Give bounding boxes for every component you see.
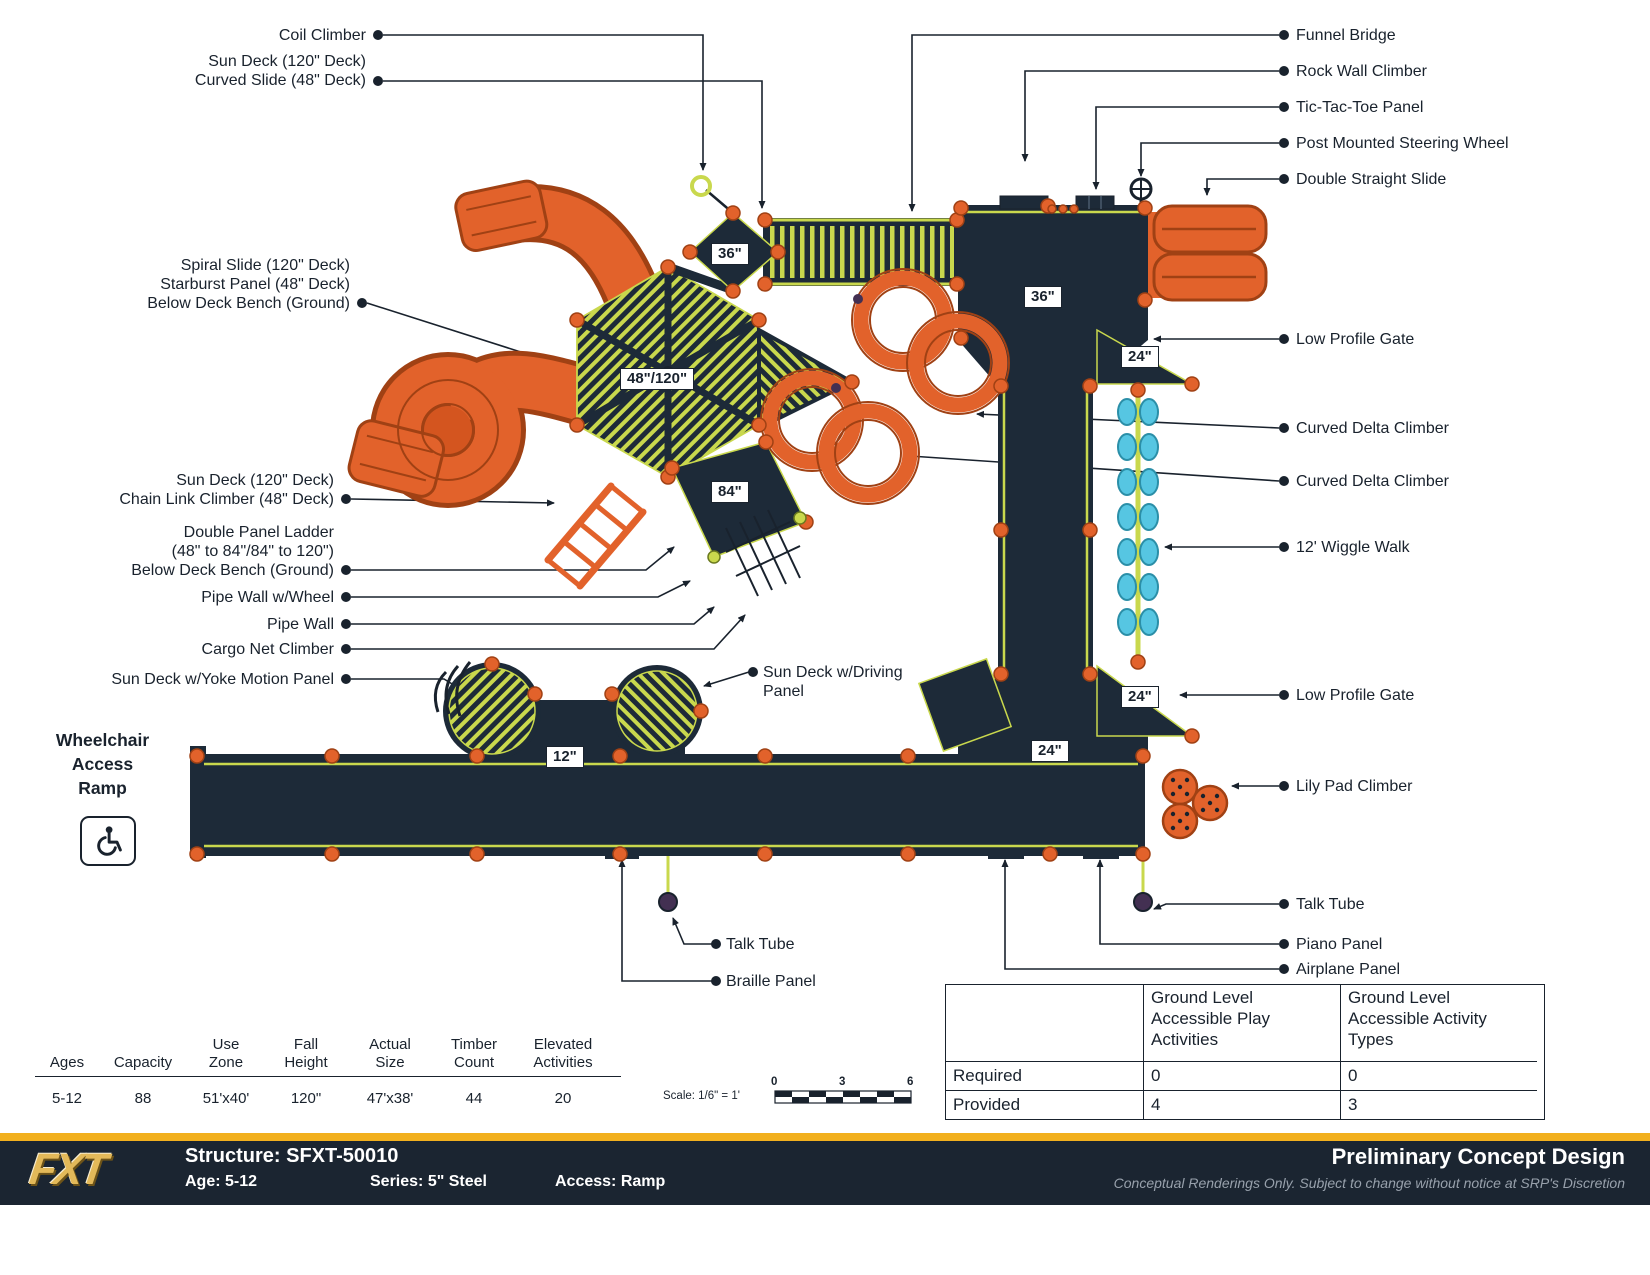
scale-tick-0: 0 bbox=[771, 1076, 778, 1088]
callout-steering-wheel: Post Mounted Steering Wheel bbox=[1296, 135, 1509, 152]
spec-table: Ages Capacity Use Zone Fall Height Actua… bbox=[35, 1036, 621, 1107]
spec-header-use-zone: Use Zone bbox=[208, 1036, 244, 1071]
callout-coil-climber: Coil Climber bbox=[278, 27, 366, 44]
spec-value-fall-height: 120" bbox=[290, 1090, 322, 1107]
accessibility-header-play-activities: Ground Level Accessible Play Activities bbox=[1143, 985, 1340, 1061]
deck-height-label-36-main: 36" bbox=[1024, 286, 1062, 308]
spec-header-ages: Ages bbox=[49, 1054, 85, 1071]
callout-braille-panel: Braille Panel bbox=[726, 973, 816, 990]
callout-wiggle-walk: 12' Wiggle Walk bbox=[1296, 539, 1410, 556]
callout-sun-deck-chain-link: Sun Deck (120" Deck) Chain Link Climber … bbox=[119, 472, 334, 508]
accessibility-table: Ground Level Accessible Play Activities … bbox=[945, 984, 1545, 1120]
deck-height-label-48-120: 48"/120" bbox=[620, 368, 695, 390]
spec-header-elevated-activities: Elevated Activities bbox=[533, 1036, 593, 1071]
footer-disclaimer: Conceptual Renderings Only. Subject to c… bbox=[1113, 1175, 1625, 1191]
spec-header-actual-size: Actual Size bbox=[369, 1036, 411, 1071]
footer-title: Preliminary Concept Design bbox=[1331, 1144, 1625, 1169]
scale-label: Scale: 1/6" = 1' bbox=[663, 1090, 740, 1102]
deck-height-label-24-gate-bottom: 24" bbox=[1121, 686, 1159, 708]
spec-header-fall-height: Fall Height bbox=[284, 1036, 328, 1071]
callout-sun-deck-yoke: Sun Deck w/Yoke Motion Panel bbox=[111, 671, 334, 688]
cargo-net-climber bbox=[725, 509, 801, 597]
callout-low-profile-gate-2: Low Profile Gate bbox=[1296, 687, 1415, 704]
callout-funnel-bridge: Funnel Bridge bbox=[1296, 27, 1396, 44]
deck-height-label-24-gate-top: 24" bbox=[1121, 346, 1159, 368]
callout-cargo-net-climber: Cargo Net Climber bbox=[201, 641, 334, 658]
accessibility-provided-play: 4 bbox=[1143, 1090, 1340, 1119]
lime-posts bbox=[707, 511, 807, 564]
accessibility-provided-types: 3 bbox=[1340, 1090, 1537, 1119]
callout-pipe-wall: Pipe Wall bbox=[267, 616, 334, 633]
accessibility-header-activity-types: Ground Level Accessible Activity Types bbox=[1340, 985, 1537, 1061]
callout-airplane-panel: Airplane Panel bbox=[1296, 961, 1401, 978]
callout-spiral-slide-group: Spiral Slide (120" Deck) Starburst Panel… bbox=[147, 257, 350, 312]
accessibility-row-required-label: Required bbox=[946, 1061, 1143, 1090]
posts bbox=[189, 198, 1200, 862]
scale-bar: 0 3 6 bbox=[771, 1076, 923, 1108]
callout-curved-delta-climber-2: Curved Delta Climber bbox=[1296, 473, 1449, 490]
footer-access: Access: Ramp bbox=[555, 1173, 666, 1190]
coil-climber bbox=[690, 175, 712, 197]
deck-height-label-84: 84" bbox=[711, 481, 749, 503]
spec-table-values: 5-12 88 51'x40' 120" 47'x38' 44 20 bbox=[35, 1077, 621, 1107]
wheelchair-icon bbox=[80, 816, 136, 866]
callout-curved-delta-climber-1: Curved Delta Climber bbox=[1296, 420, 1449, 437]
spec-value-timber-count: 44 bbox=[465, 1090, 483, 1107]
chain-link-climber bbox=[544, 482, 647, 590]
leader-lines bbox=[350, 34, 1280, 982]
spec-table-headers: Ages Capacity Use Zone Fall Height Actua… bbox=[35, 1036, 621, 1077]
sun-decks bbox=[433, 661, 703, 760]
wheelchair-ramp-run bbox=[190, 746, 1145, 858]
callout-double-straight-slide: Double Straight Slide bbox=[1296, 171, 1447, 188]
callout-lily-pad-climber: Lily Pad Climber bbox=[1296, 778, 1413, 795]
deck-height-label-36-bridge: 36" bbox=[711, 243, 749, 265]
accessibility-required-types: 0 bbox=[1340, 1061, 1537, 1090]
spec-value-use-zone: 51'x40' bbox=[202, 1090, 250, 1107]
accessibility-header-blank bbox=[946, 985, 1143, 1061]
airplane-panel bbox=[988, 852, 1024, 859]
talk-tubes bbox=[658, 856, 1153, 912]
scale-bar-graphic bbox=[774, 1090, 912, 1104]
deck-height-label-24-ramp: 24" bbox=[1031, 740, 1069, 762]
spec-header-capacity: Capacity bbox=[113, 1054, 173, 1071]
lily-pad-climber bbox=[1161, 768, 1229, 840]
footer-structure: Structure: SFXT-50010 bbox=[185, 1145, 399, 1167]
callout-piano-panel: Piano Panel bbox=[1296, 936, 1383, 953]
spec-value-capacity: 88 bbox=[134, 1090, 152, 1107]
callout-talk-tube-bottom: Talk Tube bbox=[726, 936, 795, 953]
curved-slide bbox=[454, 179, 661, 324]
deck-height-label-12: 12" bbox=[546, 746, 584, 768]
double-straight-slide bbox=[1148, 204, 1268, 302]
wheelchair-ramp-label: Wheelchair Access Ramp bbox=[55, 730, 150, 798]
callout-low-profile-gate-1: Low Profile Gate bbox=[1296, 331, 1415, 348]
piano-panel bbox=[1083, 852, 1119, 859]
footer-gold-stripe bbox=[0, 1133, 1650, 1141]
callout-sun-deck-curved-slide: Sun Deck (120" Deck) Curved Slide (48" D… bbox=[194, 53, 366, 89]
footer-details-row: Age: 5-12 Series: 5" Steel Access: Ramp bbox=[185, 1173, 665, 1191]
callout-talk-tube-right: Talk Tube bbox=[1296, 896, 1365, 913]
spec-header-timber-count: Timber Count bbox=[450, 1036, 498, 1071]
callout-rock-wall-climber: Rock Wall Climber bbox=[1296, 63, 1427, 80]
wiggle-walk bbox=[1117, 390, 1159, 662]
spiral-slide bbox=[347, 350, 631, 508]
main-tower bbox=[917, 205, 1148, 756]
scale-tick-3: 3 bbox=[839, 1076, 846, 1088]
footer-band: FXT Structure: SFXT-50010 Age: 5-12 Seri… bbox=[0, 1141, 1650, 1205]
accessibility-required-play: 0 bbox=[1143, 1061, 1340, 1090]
callout-double-panel-ladder: Double Panel Ladder (48" to 84"/84" to 1… bbox=[131, 524, 334, 579]
fxt-logo: FXT bbox=[26, 1145, 108, 1194]
spec-value-ages: 5-12 bbox=[51, 1090, 83, 1107]
footer-series: Series: 5" Steel bbox=[370, 1173, 487, 1190]
tic-tac-toe-panel bbox=[1075, 195, 1115, 210]
callout-tic-tac-toe-panel: Tic-Tac-Toe Panel bbox=[1296, 99, 1424, 116]
callout-sun-deck-driving: Sun Deck w/Driving Panel bbox=[763, 664, 903, 700]
scale-tick-6: 6 bbox=[907, 1076, 914, 1088]
spec-value-actual-size: 47'x38' bbox=[366, 1090, 414, 1107]
footer-age: Age: 5-12 bbox=[185, 1173, 258, 1190]
callout-dots bbox=[341, 30, 1289, 986]
callout-pipe-wall-wheel: Pipe Wall w/Wheel bbox=[201, 589, 334, 606]
accessibility-row-provided-label: Provided bbox=[946, 1090, 1143, 1119]
spec-value-elevated-activities: 20 bbox=[554, 1090, 572, 1107]
